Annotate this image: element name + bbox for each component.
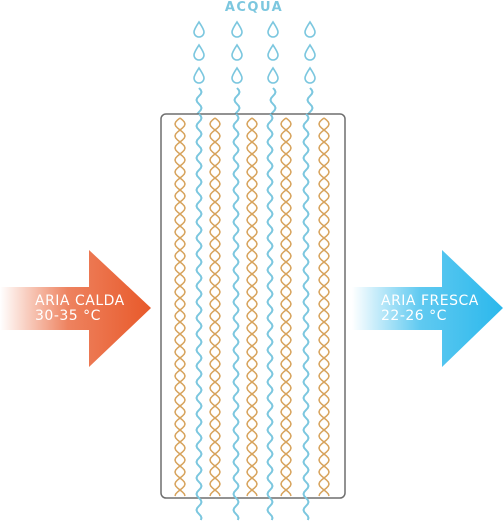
pad-fiber (318, 117, 330, 497)
water-drop-icon (304, 43, 316, 61)
cool-air-arrow-icon (352, 250, 503, 367)
pad-fibers (174, 117, 330, 497)
pad-fiber (246, 117, 258, 497)
water-drop-icon (231, 66, 243, 84)
water-line (302, 113, 310, 521)
cooling-pad (160, 113, 346, 499)
pad-fiber (246, 117, 258, 497)
water-line (195, 87, 203, 115)
water-flow-lines-inner (195, 113, 310, 521)
water-line (306, 87, 314, 115)
pad-fiber (174, 117, 186, 497)
pad-fiber (174, 117, 186, 497)
water-drop-icon (267, 43, 279, 61)
water-drop-icon (193, 20, 205, 38)
water-drop-icon (231, 43, 243, 61)
water-drop-icon (193, 66, 205, 84)
water-line (269, 87, 277, 115)
water-drop-icon (304, 66, 316, 84)
water-drop-icon (304, 20, 316, 38)
water-drop-icon (193, 43, 205, 61)
pad-fiber (209, 117, 221, 497)
water-line (233, 87, 241, 115)
water-label: ACQUA (225, 0, 283, 15)
cool-air-temperature: 22-26 °C (381, 308, 447, 324)
pad-fiber (318, 117, 330, 497)
water-drop-icon (267, 20, 279, 38)
pad-fiber (280, 117, 292, 497)
pad-fiber (280, 117, 292, 497)
water-flow-lines (195, 87, 314, 115)
pad-fiber (209, 117, 221, 497)
water-drop-icon (267, 66, 279, 84)
water-drops (193, 20, 316, 84)
hot-air-arrow-icon (0, 250, 151, 367)
hot-air-label: ARIA CALDA (35, 293, 125, 309)
water-drop-icon (231, 20, 243, 38)
water-line (195, 113, 203, 521)
water-line (232, 113, 240, 521)
cool-air-label: ARIA FRESCA (381, 293, 479, 309)
hot-air-temperature: 30-35 °C (35, 308, 101, 324)
water-line (266, 113, 274, 521)
